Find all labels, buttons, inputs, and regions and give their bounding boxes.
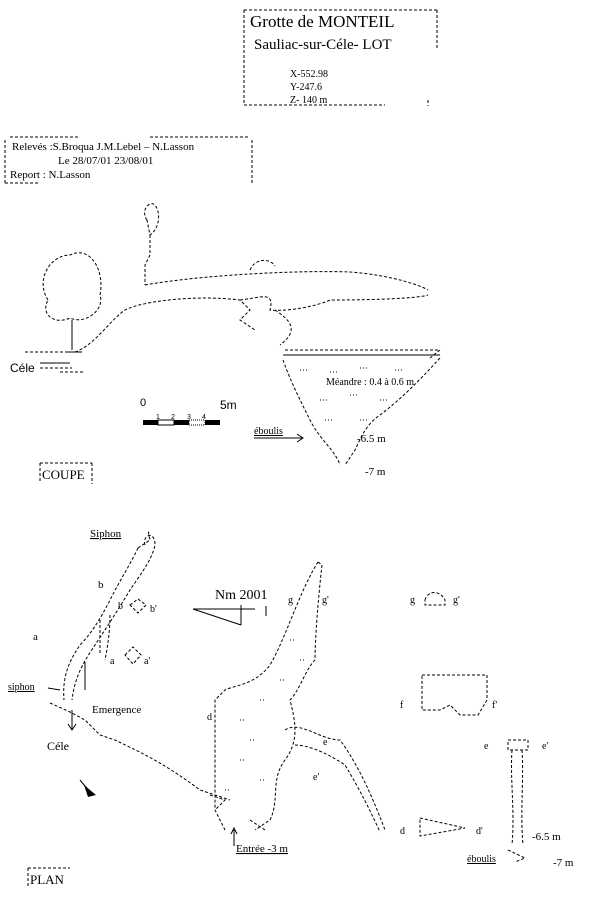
xsec-f-label: f xyxy=(400,700,404,711)
section-title: COUPE xyxy=(39,462,93,484)
plan-left-passage: Siphon b b b' a a a' siphon Emergence Cé… xyxy=(8,528,231,801)
scale-tick-4: 4 xyxy=(202,414,206,421)
title-block: Grotte de MONTEIL Sauliac-sur-Céle- LOT … xyxy=(243,9,438,106)
section-a-prime-label: a' xyxy=(144,656,150,667)
north-arrow: Nm 2001 xyxy=(192,588,268,626)
xsec-e-label: e xyxy=(484,741,489,752)
plan-depth-6-5: -6.5 m xyxy=(532,831,561,843)
section-e-prime-label: e' xyxy=(313,772,319,783)
credits-block: Relevés :S.Broqua J.M.Lebel – N.Lasson L… xyxy=(4,136,253,184)
section-b-label: b xyxy=(98,579,104,591)
xsec-d-label: d xyxy=(400,826,405,837)
plan-river-label: Céle xyxy=(47,739,69,753)
report-author: Report : N.Lasson xyxy=(10,169,91,181)
coupe-label: COUPE xyxy=(42,467,85,482)
meander-label: Méandre : 0.4 à 0.6 m xyxy=(326,377,414,388)
section-river-label: Céle xyxy=(10,361,35,375)
coord-y: Y-247.6 xyxy=(290,82,322,93)
scale-tick-1: 1 xyxy=(156,414,160,421)
scale-end: 5m xyxy=(220,398,237,412)
section-scree-label: éboulis xyxy=(254,426,283,437)
xsec-f-prime-label: f' xyxy=(492,700,497,711)
section-d-label: d xyxy=(207,712,212,723)
section-depth-7: -7 m xyxy=(365,466,386,478)
emergence-label: Emergence xyxy=(92,704,141,716)
section-g-prime-label: g' xyxy=(322,595,329,606)
sump-lower-label: siphon xyxy=(8,682,35,693)
xsec-g-label: g xyxy=(410,595,415,606)
xsec-d-prime-label: d' xyxy=(476,826,483,837)
cross-sections: g g' f f' e e' d d' -6.5 m éboulis -7 m xyxy=(400,592,574,869)
section-g-label: g xyxy=(288,595,293,606)
scale-zero: 0 xyxy=(140,397,146,409)
plan-title: PLAN xyxy=(27,867,70,887)
plan-label: PLAN xyxy=(30,872,65,887)
sump-top-label: Siphon xyxy=(90,528,122,540)
scale-tick-2: 2 xyxy=(171,414,175,421)
section-drawing: Céle Méandre : 0.4 à 0.6 m éboulis -6.5 … xyxy=(10,203,442,478)
north-label: Nm 2001 xyxy=(215,588,268,603)
xsec-e-prime-label: e' xyxy=(542,741,548,752)
scale-tick-3: 3 xyxy=(187,414,191,421)
coord-z: Z- 140 m xyxy=(290,95,327,106)
surveyors: Relevés :S.Broqua J.M.Lebel – N.Lasson xyxy=(12,141,195,153)
entrance-label: Entrée -3 m xyxy=(236,843,288,855)
plan-depth-7: -7 m xyxy=(553,857,574,869)
scale-bar: 0 1 2 3 4 5m xyxy=(140,397,237,426)
xsec-g-prime-label: g' xyxy=(453,595,460,606)
cave-name: Grotte de MONTEIL xyxy=(250,12,394,31)
plan-main-chamber: g g' d e e' Entrée -3 m xyxy=(207,561,386,855)
section-b-prime-label: b' xyxy=(150,604,157,615)
section-b-label-2: b xyxy=(118,601,123,612)
coord-x: X-552.98 xyxy=(290,69,328,80)
section-e-label: e xyxy=(323,737,328,748)
section-depth-6-5: -6.5 m xyxy=(357,433,386,445)
plan-scree-label: éboulis xyxy=(467,854,496,865)
survey-dates: Le 28/07/01 23/08/01 xyxy=(58,155,153,167)
section-a-label: a xyxy=(33,631,38,643)
section-a-label-2: a xyxy=(110,656,115,667)
cave-location: Sauliac-sur-Céle- LOT xyxy=(254,37,392,53)
